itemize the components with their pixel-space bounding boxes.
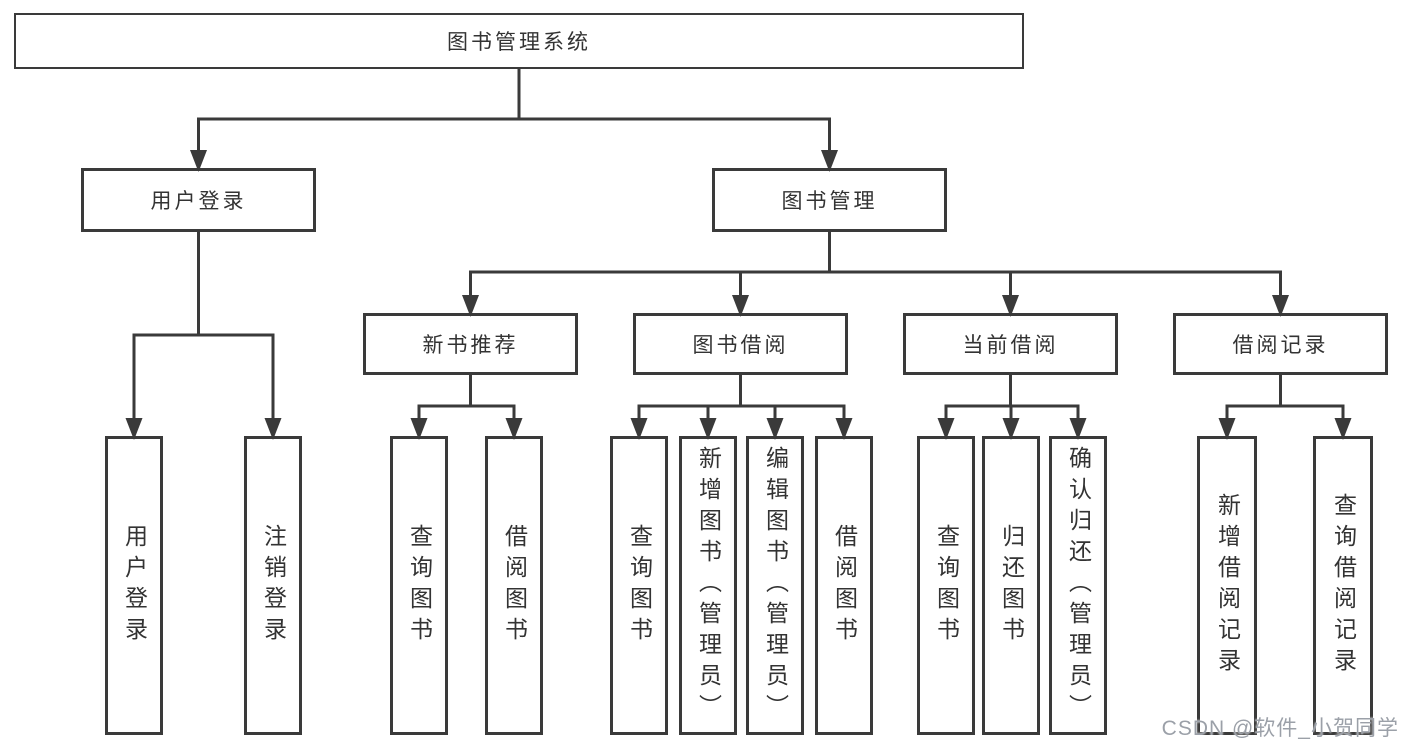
node-cb-confirm: 确认归还（管理员） [1049, 436, 1107, 735]
node-label: 借阅图书 [501, 523, 528, 648]
node-current-borrow: 当前借阅 [903, 313, 1118, 375]
node-bb-query: 查询图书 [610, 436, 668, 735]
node-bb-add: 新增图书（管理员） [679, 436, 737, 735]
node-label: 新增图书（管理员） [695, 446, 722, 725]
node-br-add: 新增借阅记录 [1197, 436, 1257, 735]
node-label: 用户登录 [150, 190, 247, 213]
node-label: 新书推荐 [422, 334, 519, 357]
node-label: 注销登录 [260, 523, 287, 648]
node-label: 借阅记录 [1232, 334, 1329, 357]
node-rec-borrow: 借阅图书 [485, 436, 543, 735]
node-cb-query: 查询图书 [917, 436, 975, 735]
node-label: 图书管理 [781, 190, 878, 213]
node-login: 用户登录 [105, 436, 163, 735]
node-user-login: 用户登录 [81, 168, 316, 232]
node-label: 图书借阅 [692, 334, 789, 357]
node-label: 当前借阅 [962, 334, 1059, 357]
node-label: 查询图书 [933, 523, 960, 648]
node-label: 借阅图书 [831, 523, 858, 648]
node-rec-query: 查询图书 [390, 436, 448, 735]
watermark: CSDN @软件_小贺同学 [1161, 717, 1399, 740]
node-label: 查询图书 [626, 523, 653, 648]
node-label: 查询图书 [406, 523, 433, 648]
node-label: 图书管理系统 [447, 31, 591, 54]
node-root: 图书管理系统 [14, 13, 1024, 69]
node-cb-return: 归还图书 [982, 436, 1040, 735]
node-logout: 注销登录 [244, 436, 302, 735]
node-label: 新增借阅记录 [1214, 492, 1241, 679]
node-new-book-rec: 新书推荐 [363, 313, 578, 375]
node-bb-edit: 编辑图书（管理员） [746, 436, 804, 735]
node-book-mgmt: 图书管理 [712, 168, 947, 232]
node-book-borrow: 图书借阅 [633, 313, 848, 375]
node-label: 归还图书 [998, 523, 1025, 648]
node-borrow-record: 借阅记录 [1173, 313, 1388, 375]
node-label: 用户登录 [121, 523, 148, 648]
node-br-query: 查询借阅记录 [1313, 436, 1373, 735]
node-label: 查询借阅记录 [1330, 492, 1357, 679]
node-bb-borrow: 借阅图书 [815, 436, 873, 735]
node-label: 编辑图书（管理员） [762, 446, 789, 725]
node-label: 确认归还（管理员） [1065, 446, 1092, 725]
